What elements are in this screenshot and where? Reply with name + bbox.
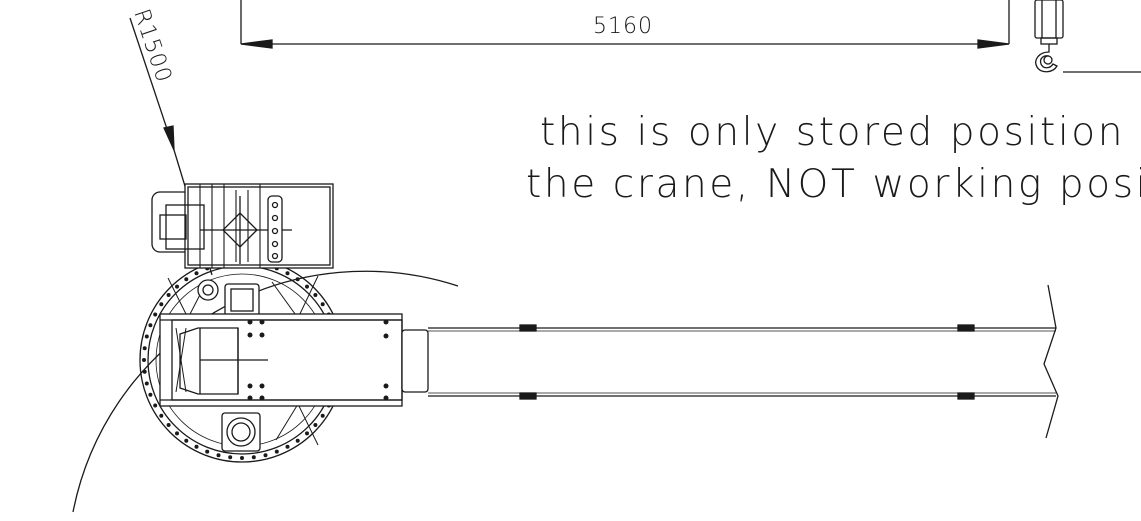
bolt-hole — [144, 381, 149, 386]
lower-hub — [221, 412, 261, 452]
bolt-hole — [166, 293, 171, 297]
bolt-hole — [175, 431, 179, 436]
bolt-hole — [148, 323, 153, 328]
bolt-hole — [148, 392, 153, 397]
bolt-hole — [263, 453, 268, 458]
bolt-hole — [153, 312, 158, 317]
bolt-hole — [159, 302, 164, 307]
note-line-2: the crane, NOT working position — [526, 162, 1141, 207]
crane-hook-icon — [1034, 0, 1141, 73]
bolt-hole — [295, 438, 300, 443]
break-line — [1043, 284, 1059, 439]
bolt-hole — [216, 453, 221, 458]
bolt-hole — [274, 449, 279, 454]
jib-arm — [428, 284, 1059, 439]
swing-radius-arc — [72, 270, 459, 513]
small-round-hub — [197, 279, 219, 301]
radius-label: R1500 — [128, 6, 176, 86]
bolt-hole — [251, 455, 256, 460]
bolt-hole — [285, 444, 290, 449]
bolt-hole — [285, 271, 290, 276]
bolt-hole — [194, 444, 199, 449]
note-line-1: this is only stored position of — [540, 110, 1141, 155]
bolt-hole — [184, 277, 189, 282]
jib-drum — [175, 327, 268, 395]
bolt-hole — [313, 293, 318, 297]
bolt-hole — [144, 334, 149, 339]
bolt-hole — [305, 284, 309, 289]
bolt-hole — [320, 302, 325, 307]
bolt-hole — [175, 284, 179, 289]
bolt-hole — [228, 455, 233, 460]
dimension-label: 5160 — [593, 14, 653, 39]
winch-motor-unit — [151, 183, 334, 269]
bolt-hole — [153, 403, 158, 408]
upper-hub — [224, 283, 260, 317]
dimension-5160: 5160 — [240, 0, 1010, 49]
bolt-hole — [305, 431, 309, 436]
bolt-hole — [142, 369, 147, 374]
bolt-hole — [295, 277, 300, 282]
dimension-arrow-right — [977, 39, 1010, 49]
bolt-hole — [313, 423, 318, 427]
bolt-hole — [320, 413, 325, 418]
bolt-hole — [194, 271, 199, 276]
bolt-hole — [142, 346, 147, 351]
bolt-hole — [240, 456, 244, 460]
dimension-arrow-left — [240, 39, 273, 49]
bolt-hole — [142, 358, 146, 362]
radius-arrow — [163, 125, 175, 151]
bolt-hole — [184, 438, 189, 443]
bolt-hole — [159, 413, 164, 418]
bolt-hole — [205, 449, 210, 454]
bolt-hole — [166, 423, 171, 427]
